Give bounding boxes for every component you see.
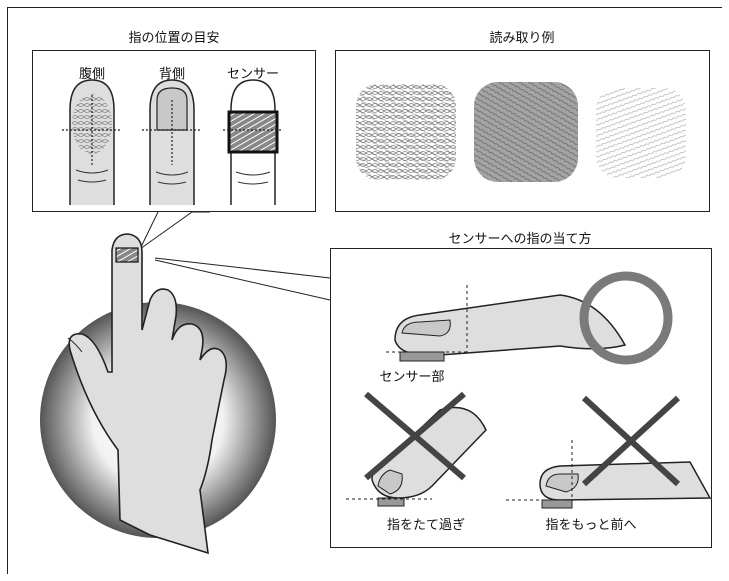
placement-correct bbox=[386, 271, 673, 365]
outer-frame bbox=[7, 7, 722, 574]
placement-move-forward bbox=[506, 395, 712, 509]
wrong-label-too-upright: 指をたて過ぎ bbox=[386, 518, 466, 533]
fingerprint-example-dark bbox=[474, 82, 578, 182]
hand bbox=[67, 233, 228, 555]
label-palm-side: 腹側 bbox=[78, 67, 106, 82]
label-back-side: 背側 bbox=[158, 67, 186, 82]
finger-sensor bbox=[223, 79, 283, 205]
label-sensor: センサー bbox=[226, 67, 280, 82]
ok-circle bbox=[579, 271, 673, 365]
placement-too-upright bbox=[346, 391, 487, 507]
fingerprint-example-good bbox=[356, 84, 456, 180]
finger-back-side bbox=[142, 79, 202, 205]
placement-title: センサーへの指の当て方 bbox=[448, 232, 592, 247]
wrong-label-move-forward: 指をもっと前へ bbox=[545, 518, 637, 533]
sensor-part-label: センサー部 bbox=[379, 370, 445, 385]
reading-examples-title: 読み取り例 bbox=[489, 31, 555, 46]
position-guide-title: 指の位置の目安 bbox=[128, 31, 220, 46]
fingerprint-example-faint bbox=[596, 88, 686, 178]
finger-palm-side bbox=[62, 79, 122, 205]
